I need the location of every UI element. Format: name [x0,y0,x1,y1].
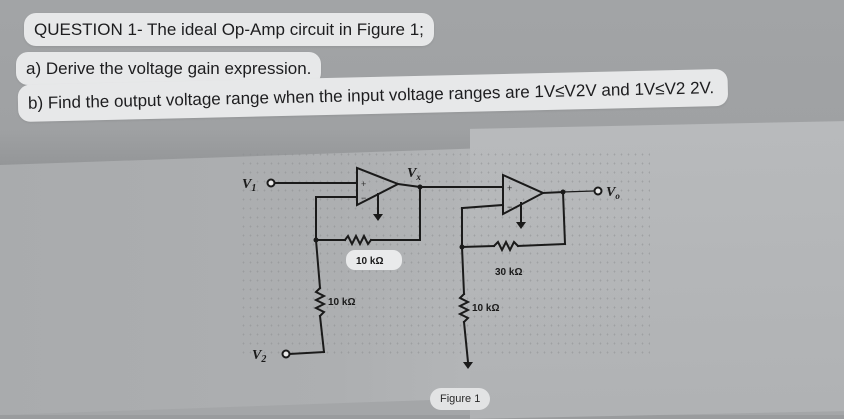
plus-sign: + [507,183,512,193]
plus-sign: + [361,179,366,189]
resistor-feedback-1 [343,233,373,247]
resistor-ground-1-label: 10 kΩ [328,297,355,308]
resistor-feedback-2 [492,239,520,253]
paper-texture [240,150,650,360]
resistor-feedback-1-label: 10 kΩ [356,256,383,267]
vo-label: Vo [606,185,620,201]
vo-terminal [593,186,603,196]
figure-caption: Figure 1 [430,388,491,410]
v2-label: V2 [252,348,266,365]
question-title: QUESTION 1- The ideal Op-Amp circuit in … [24,13,434,46]
minus-sign: − [507,202,512,212]
resistor-ground-2-label: 10 kΩ [472,303,499,314]
minus-sign: − [361,193,366,203]
ground-icon [373,214,526,369]
resistor-ground-1 [313,286,327,318]
resistor-feedback-2-label: 30 kΩ [495,267,522,278]
v1-terminal [266,178,276,188]
v2-terminal [281,349,291,359]
vx-label: Vx [407,166,421,182]
resistor-ground-2 [457,292,471,324]
v1-label: V1 [242,177,256,194]
opamp-2 [502,173,546,216]
